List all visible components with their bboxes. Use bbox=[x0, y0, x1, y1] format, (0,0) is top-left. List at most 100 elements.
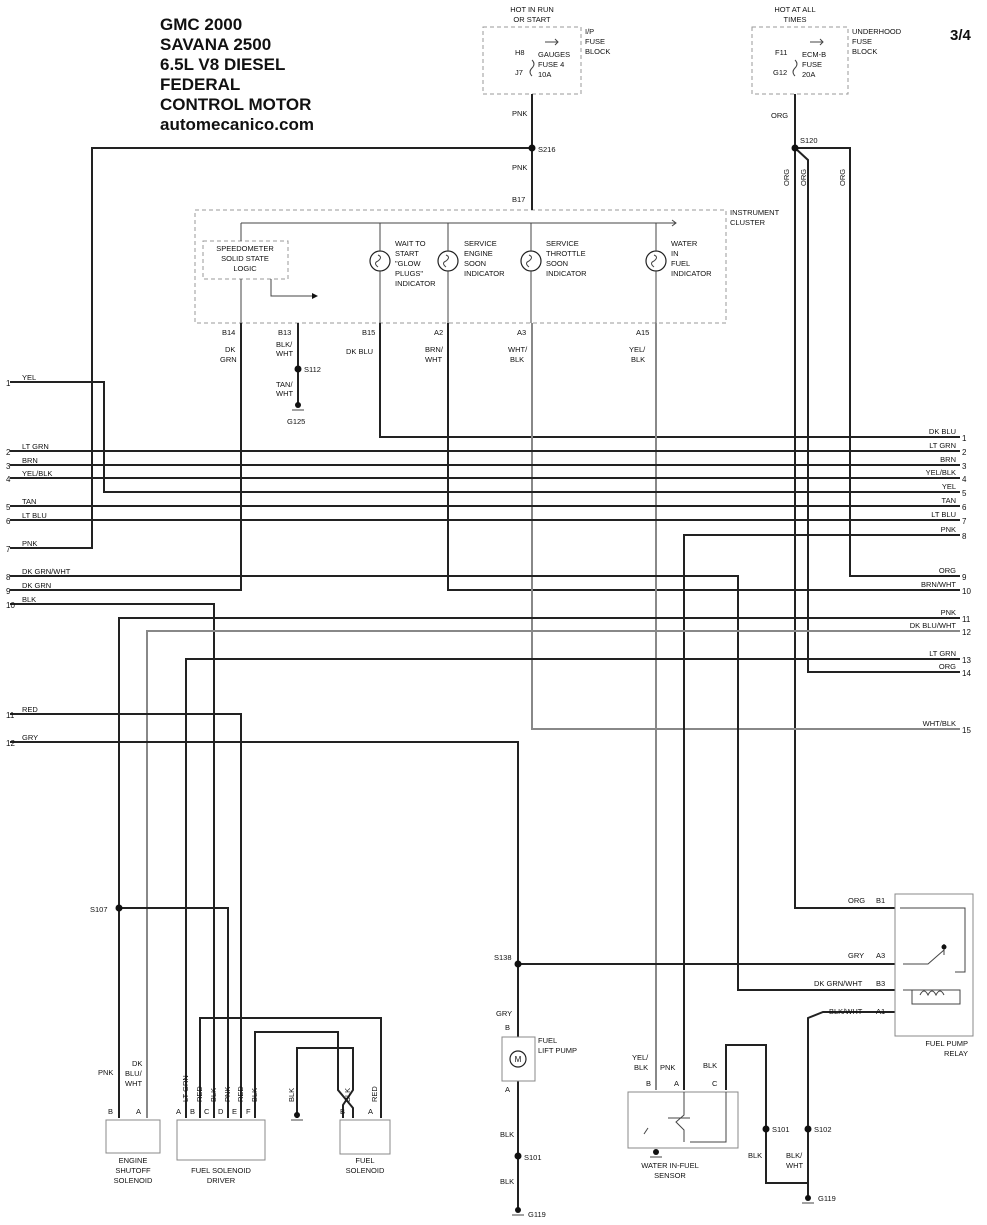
shutoff-pin-b: B bbox=[108, 1107, 113, 1116]
driver-body bbox=[176, 1119, 266, 1161]
title-website: automecanico.com bbox=[160, 115, 314, 134]
right-color-14: ORG bbox=[939, 662, 956, 671]
wire-label-whtblk-2: BLK bbox=[510, 355, 524, 364]
lamp-icon bbox=[437, 250, 459, 272]
ip-block-label-2: FUSE bbox=[585, 37, 605, 46]
grounds: G125 G119 G119 bbox=[287, 402, 836, 1219]
lamp-filament-icon bbox=[526, 254, 532, 268]
left-pin-10: 10 bbox=[6, 601, 15, 610]
splice-dot bbox=[528, 144, 536, 152]
wif-wire-pnk: PNK bbox=[660, 1063, 675, 1072]
left-color-11: RED bbox=[22, 705, 38, 714]
driver-wire-1: LT GRN bbox=[181, 1075, 190, 1102]
driver-name-2: DRIVER bbox=[207, 1176, 236, 1185]
right-color-6: TAN bbox=[942, 496, 956, 505]
indicator-feed-lines bbox=[240, 223, 657, 251]
right-color-3: BRN bbox=[940, 455, 956, 464]
wire-org-to-right-14 bbox=[794, 147, 960, 673]
left-color-6: LT BLU bbox=[22, 511, 47, 520]
wif-wire-yelblk-1: YEL/ bbox=[632, 1053, 649, 1062]
driver-wire-2: RED bbox=[195, 1086, 204, 1102]
ses-label-3: SOON bbox=[464, 259, 486, 268]
ground-g119-pump: G119 bbox=[528, 1210, 546, 1219]
cluster-pin-b15: B15 bbox=[362, 328, 375, 337]
driver-wire-6: BLK bbox=[250, 1088, 259, 1102]
cluster-pin-a15: A15 bbox=[636, 328, 649, 337]
fuse-gauges-label: GAUGES bbox=[538, 50, 570, 59]
left-pin-3: 3 bbox=[6, 462, 11, 471]
left-pin-7: 7 bbox=[6, 545, 11, 554]
fuel-lift-pump: M FUEL LIFT PUMP GRY B A BLK BLK bbox=[496, 1009, 577, 1186]
cluster-outline bbox=[194, 209, 727, 324]
wait-label-3: "GLOW bbox=[395, 259, 422, 268]
pump-wire-blk-1: BLK bbox=[500, 1130, 514, 1139]
ip-fuse-block: HOT IN RUN OR START I/P FUSE BLOCK H8 J7… bbox=[482, 5, 610, 95]
left-color-8: DK GRN/WHT bbox=[22, 567, 71, 576]
ip-pin-j7: J7 bbox=[515, 68, 523, 77]
run-start-title-1: HOT IN RUN bbox=[510, 5, 554, 14]
lamp-filament-icon bbox=[375, 254, 381, 268]
wif-sensor-internal bbox=[668, 1092, 727, 1143]
sts-label-1: SERVICE bbox=[546, 239, 579, 248]
left-pin-8: 8 bbox=[6, 573, 11, 582]
wire-label-pnk-top: PNK bbox=[512, 109, 527, 118]
relay-wire-3: DK GRN/WHT bbox=[814, 979, 863, 988]
fuse-ecmb-amps: 20A bbox=[802, 70, 815, 79]
wire-label-dkgrn-2: GRN bbox=[220, 355, 237, 364]
fuse-arrow-icon bbox=[545, 38, 559, 46]
wire-pnk-right-8 bbox=[683, 534, 960, 1090]
wire-label-brnwht-2: WHT bbox=[425, 355, 442, 364]
driver-wire-5: RED bbox=[236, 1086, 245, 1102]
wire-gry-left-12 bbox=[10, 741, 519, 1037]
wire-color-labels: PNK PNK ORG ORG ORG ORG DK GRN BLK/ WHT … bbox=[220, 109, 847, 398]
relay-wire-1: ORG bbox=[848, 896, 865, 905]
ses-label-4: INDICATOR bbox=[464, 269, 505, 278]
wire-label-yelblk-2: BLK bbox=[631, 355, 645, 364]
title-engine: 6.5L V8 DIESEL bbox=[160, 55, 285, 74]
ground-g125: G125 bbox=[287, 417, 305, 426]
lamp-filament-icon bbox=[651, 254, 657, 268]
relay-wire-2: GRY bbox=[848, 951, 864, 960]
driver-wire-4: PNK bbox=[223, 1087, 232, 1102]
pump-name-1: FUEL bbox=[538, 1036, 557, 1045]
fuel-solenoid: BLK BLK RED B A FUEL SOLENOID bbox=[287, 1086, 391, 1175]
ground-icon bbox=[295, 402, 301, 408]
wif-name-1: WATER IN-FUEL bbox=[641, 1161, 699, 1170]
relay-pin-4: A1 bbox=[876, 1007, 885, 1016]
shutoff-name-2: SHUTOFF bbox=[115, 1166, 151, 1175]
driver-pin-b: B bbox=[190, 1107, 195, 1116]
splice-s101-sensor: S101 bbox=[772, 1125, 790, 1134]
water-in-fuel-indicator: WATER IN FUEL INDICATOR bbox=[645, 239, 712, 278]
underhood-fuse-block: HOT AT ALL TIMES UNDERHOOD FUSE BLOCK F1… bbox=[751, 5, 902, 95]
shutoff-name-3: SOLENOID bbox=[114, 1176, 153, 1185]
wire-blk-left-10 bbox=[10, 603, 215, 1118]
wire-pnk-s107 bbox=[119, 907, 229, 1118]
shutoff-wire-2: BLU/ bbox=[125, 1069, 143, 1078]
wire-dkbluwht-right-12 bbox=[146, 630, 960, 1118]
ground-icon bbox=[653, 1149, 659, 1155]
fuel-solenoid-driver: LT GRN RED BLK PNK RED BLK A B C D E F F… bbox=[176, 1075, 266, 1185]
right-color-4: YEL/BLK bbox=[926, 468, 956, 477]
wire-paths bbox=[10, 94, 960, 1208]
relay-wire-4: BLK/WHT bbox=[829, 1007, 863, 1016]
lamp-filament-icon bbox=[443, 254, 449, 268]
pump-pin-b: B bbox=[505, 1023, 510, 1032]
right-pin-10: 10 bbox=[962, 587, 971, 596]
wait-label-1: WAIT TO bbox=[395, 239, 426, 248]
right-color-12: DK BLU/WHT bbox=[910, 621, 957, 630]
wire-label-org-v1: ORG bbox=[782, 169, 791, 186]
fuse-ecmb-num: FUSE bbox=[802, 60, 822, 69]
wire-org-to-right-9 bbox=[795, 147, 960, 577]
wait-label-4: PLUGS" bbox=[395, 269, 423, 278]
wire-label-tanwht-1: TAN/ bbox=[276, 380, 293, 389]
wire-red-left-11 bbox=[10, 713, 242, 1118]
wif-pin-a: A bbox=[674, 1079, 679, 1088]
shutoff-solenoid-body bbox=[105, 1119, 161, 1154]
wire-whtblk-a3 bbox=[531, 323, 960, 730]
page-number: 3/4 bbox=[950, 27, 972, 44]
all-times-title-2: TIMES bbox=[784, 15, 807, 24]
right-color-1: DK BLU bbox=[929, 427, 956, 436]
title-system: CONTROL MOTOR bbox=[160, 95, 311, 114]
wif-wire-blk: BLK bbox=[703, 1061, 717, 1070]
